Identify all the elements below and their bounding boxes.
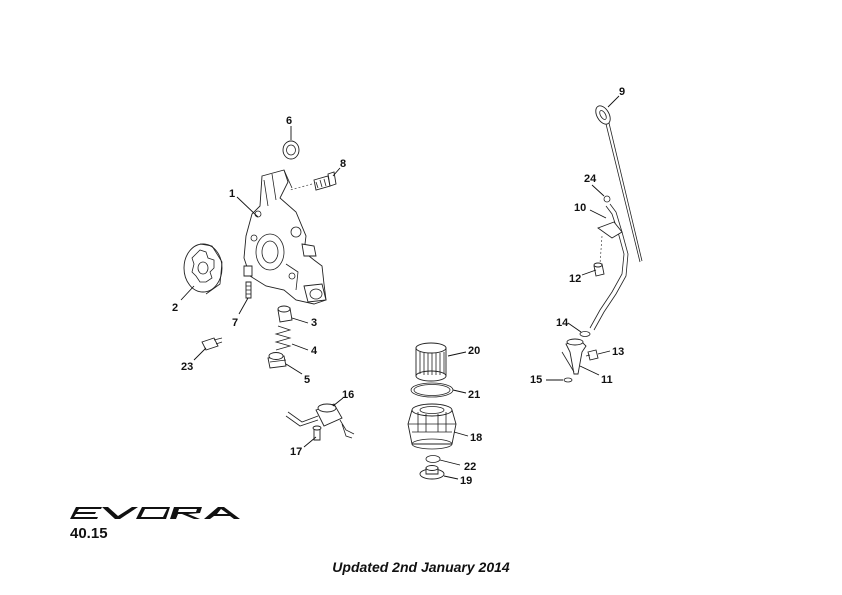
label-24: 24 — [584, 173, 597, 185]
part-pump-rotor — [183, 243, 223, 295]
part-dipstick-tube — [589, 203, 629, 331]
label-1: 1 — [229, 188, 235, 200]
part-o-ring-adaptor — [563, 377, 573, 383]
part-o-ring — [410, 382, 454, 398]
part-labels: 1 2 3 4 5 6 7 8 9 10 11 12 13 14 15 16 1… — [172, 86, 625, 487]
part-oil-pump-housing — [243, 169, 327, 305]
label-4: 4 — [311, 345, 318, 357]
label-16: 16 — [342, 389, 354, 401]
label-15: 15 — [530, 374, 542, 386]
label-11: 11 — [601, 374, 613, 386]
part-plunger — [277, 305, 293, 323]
part-oil-strainer-pipe — [285, 403, 355, 439]
label-3: 3 — [311, 317, 317, 329]
label-17: 17 — [290, 446, 302, 458]
label-10: 10 — [574, 202, 586, 214]
label-9: 9 — [619, 86, 625, 98]
label-7: 7 — [232, 317, 238, 329]
part-dipstick — [595, 105, 643, 263]
part-oil-filter-element — [415, 342, 447, 382]
label-5: 5 — [304, 374, 310, 386]
leader-lines — [180, 95, 620, 480]
page-number: 40.15 — [70, 525, 108, 542]
label-2: 2 — [172, 302, 178, 314]
part-o-ring-tube — [579, 331, 591, 337]
part-drain-plug — [419, 465, 445, 480]
part-o-ring-small — [603, 195, 611, 203]
part-bolt-adaptor — [585, 349, 599, 361]
label-19: 19 — [460, 475, 472, 487]
part-oil-filter-housing — [407, 403, 457, 450]
part-washer — [425, 455, 441, 463]
label-21: 21 — [468, 389, 480, 401]
label-8: 8 — [340, 158, 346, 170]
part-plug — [267, 352, 287, 369]
part-sensor — [201, 337, 223, 351]
label-23: 23 — [181, 361, 193, 373]
part-bolt-small — [312, 425, 322, 441]
label-6: 6 — [286, 115, 292, 127]
part-dipstick-adaptor — [561, 338, 587, 375]
part-bolt-tube — [593, 262, 605, 277]
part-bolt — [289, 171, 337, 191]
footer-updated-date: Updated 2nd January 2014 — [332, 559, 510, 575]
label-14: 14 — [556, 317, 569, 329]
part-spring — [274, 325, 292, 351]
label-18: 18 — [470, 432, 482, 444]
evora-logo — [70, 507, 240, 519]
label-22: 22 — [464, 461, 476, 473]
label-20: 20 — [468, 345, 480, 357]
part-pin — [245, 281, 252, 299]
part-seal — [282, 140, 300, 160]
label-13: 13 — [612, 346, 624, 358]
label-12: 12 — [569, 273, 581, 285]
